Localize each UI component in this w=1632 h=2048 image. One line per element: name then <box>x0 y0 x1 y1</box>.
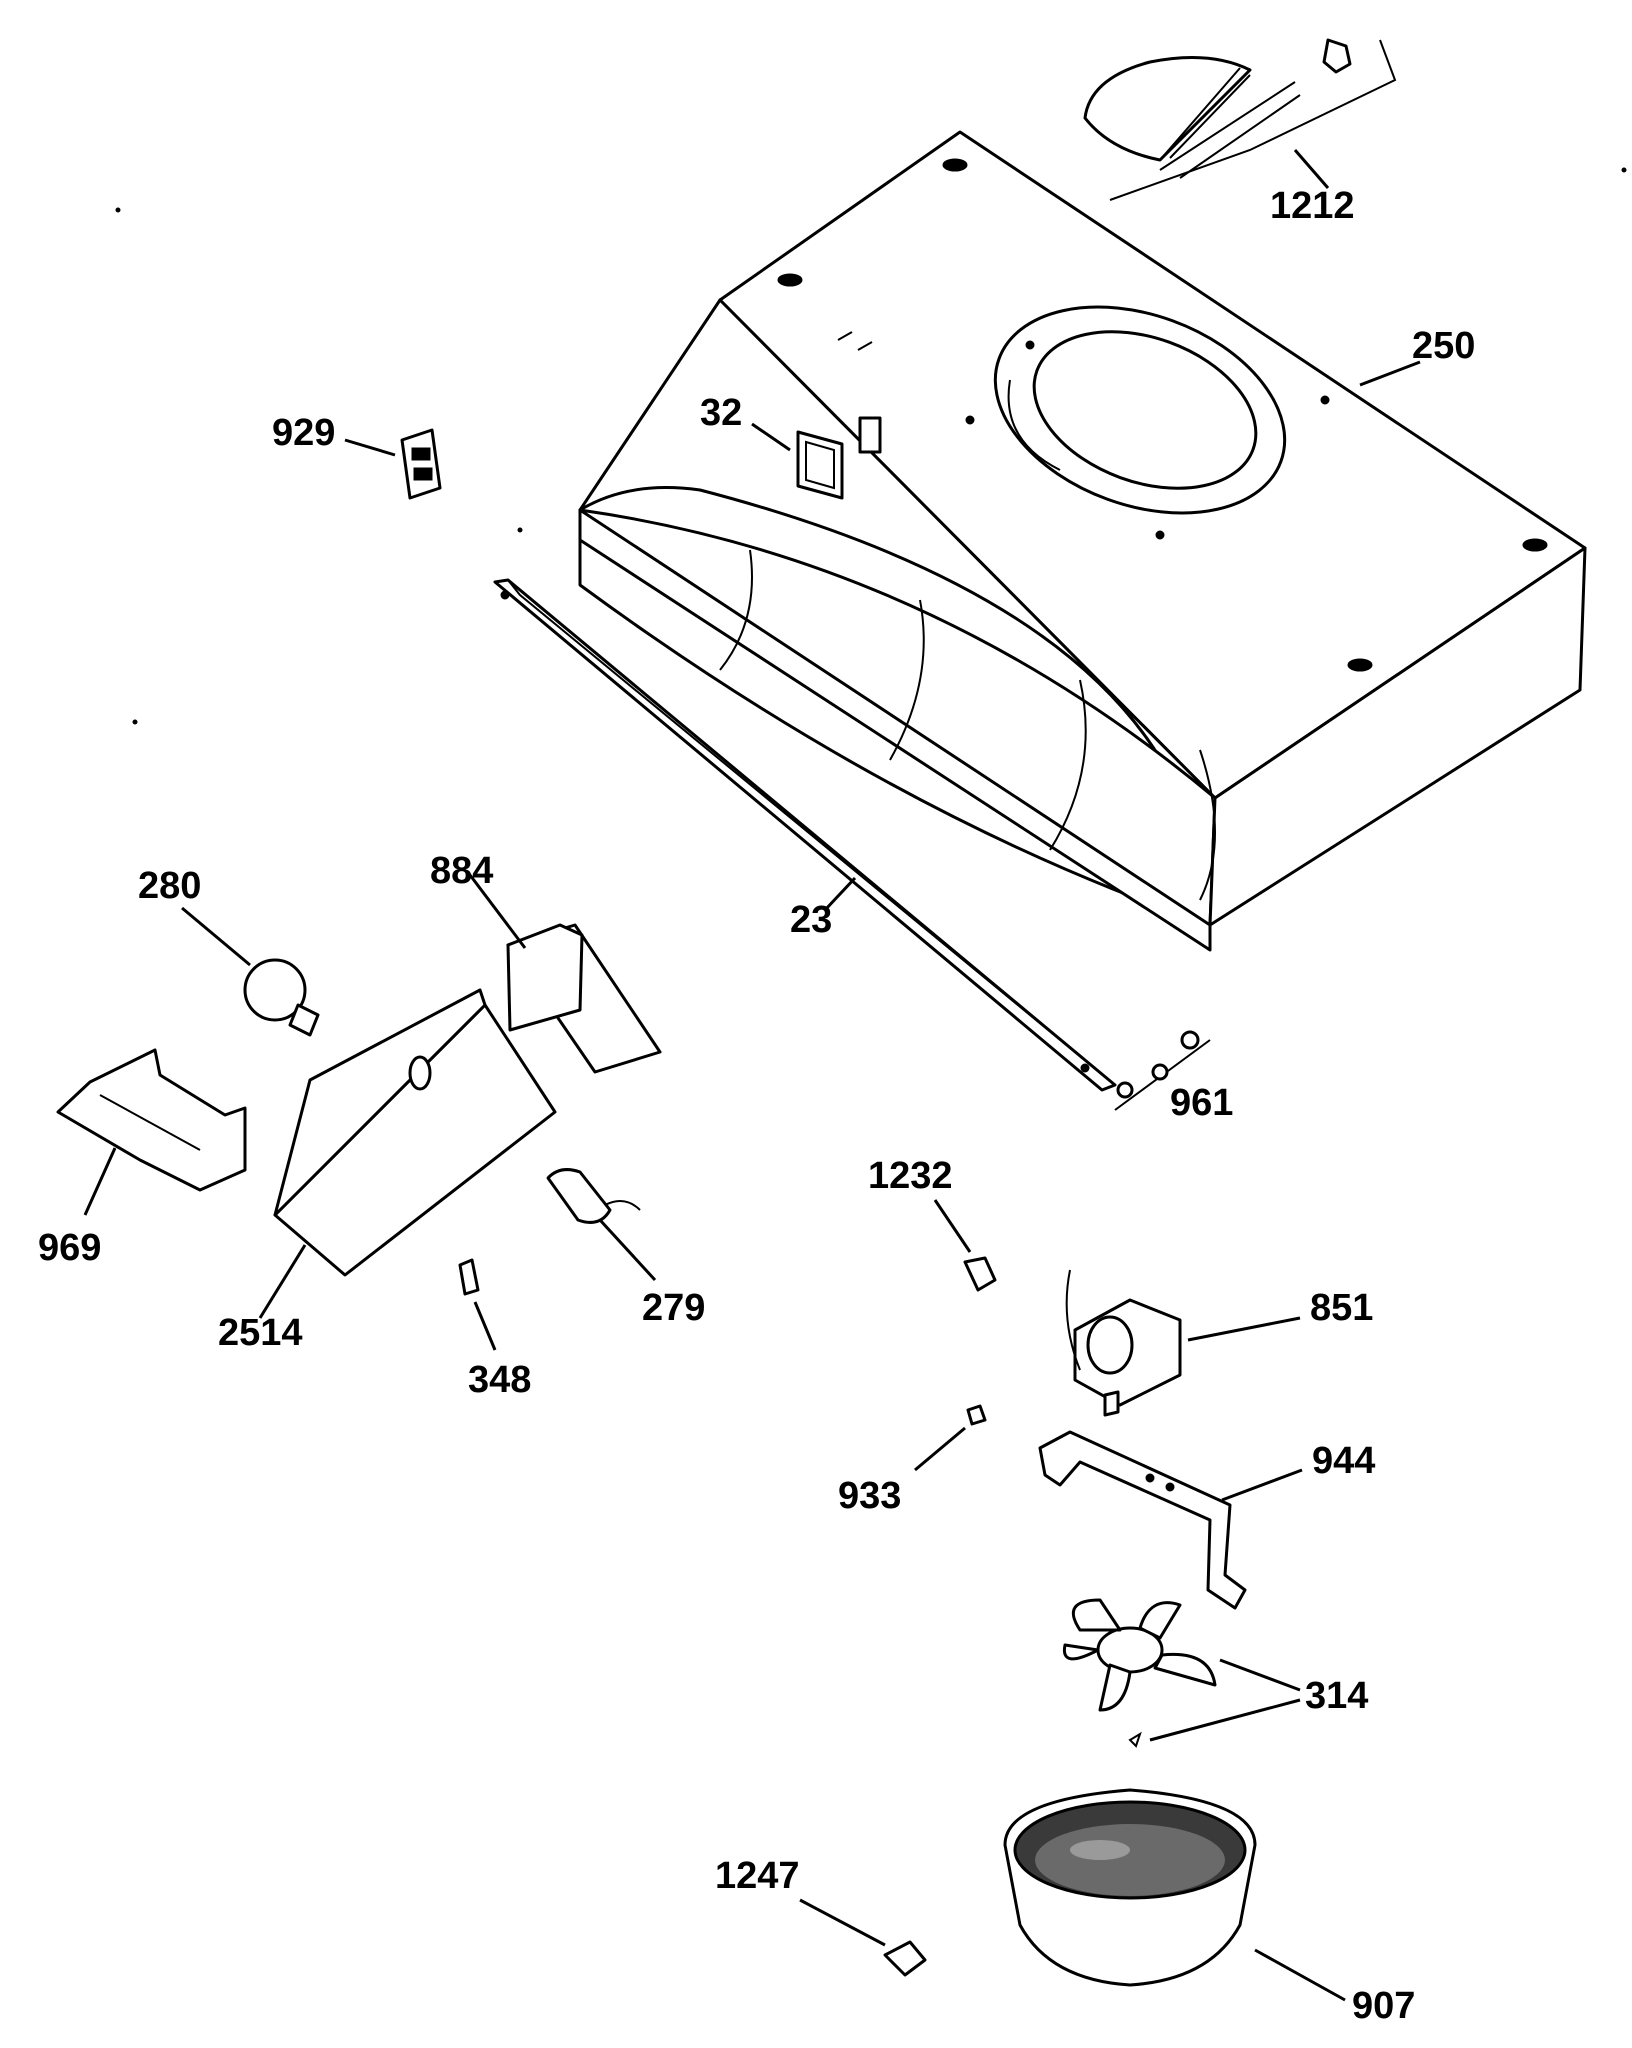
part-944-bracket <box>1038 1430 1247 1610</box>
callout-907: 907 <box>1352 1985 1415 2027</box>
leader-929 <box>344 438 396 457</box>
leader-907 <box>1254 1948 1346 2002</box>
leader-250 <box>1359 360 1421 387</box>
callout-884: 884 <box>430 850 493 892</box>
part-1232-clip <box>963 1256 997 1292</box>
leader-1232 <box>933 1199 972 1253</box>
leader-23 <box>823 876 857 912</box>
part-32-label-plate <box>796 430 844 500</box>
callout-348: 348 <box>468 1359 531 1401</box>
leader-32 <box>751 422 791 452</box>
callout-969: 969 <box>38 1227 101 1269</box>
leader-279 <box>598 1218 657 1282</box>
callout-280: 280 <box>138 865 201 907</box>
leader-933 <box>914 1426 966 1472</box>
callout-851: 851 <box>1310 1287 1373 1329</box>
part-1247-connector <box>883 1940 927 1977</box>
part-1212-damper <box>1083 38 1397 201</box>
callout-933: 933 <box>838 1475 901 1517</box>
part-907-filter <box>1003 1788 1257 1987</box>
callout-944: 944 <box>1312 1440 1375 1482</box>
leader-1247 <box>799 1898 886 1947</box>
leader-280 <box>181 906 251 967</box>
callout-929: 929 <box>272 412 335 454</box>
part-969-lens <box>56 1048 247 1192</box>
callout-279: 279 <box>642 1287 705 1329</box>
leader-944 <box>1221 1468 1303 1502</box>
leader-884 <box>468 874 527 949</box>
part-23-trim-strip <box>493 578 1117 1092</box>
callout-1232: 1232 <box>868 1155 953 1197</box>
part-250-hood-body <box>578 130 1587 952</box>
leader-348 <box>473 1301 497 1351</box>
part-279-capacitor <box>546 1168 641 1224</box>
part-933-nut <box>966 1404 987 1426</box>
callout-1212: 1212 <box>1270 185 1355 227</box>
callout-2514: 2514 <box>218 1312 303 1354</box>
part-348-clip <box>458 1258 480 1296</box>
part-851-motor <box>1065 1269 1182 1417</box>
callout-1247: 1247 <box>715 1855 800 1897</box>
callout-250: 250 <box>1412 325 1475 367</box>
leader-314-b <box>1149 1698 1301 1742</box>
part-884-bracket <box>506 923 662 1074</box>
callout-961: 961 <box>1170 1082 1233 1124</box>
part-314-fan-blade <box>1062 1598 1217 1748</box>
leader-2514 <box>258 1244 307 1319</box>
part-2514-tray <box>273 988 557 1277</box>
part-929-switch <box>400 428 442 500</box>
leader-851 <box>1187 1316 1301 1342</box>
leader-1212 <box>1293 149 1330 189</box>
leader-314-a <box>1219 1658 1301 1692</box>
callout-314: 314 <box>1305 1675 1368 1717</box>
part-280-bulb <box>243 958 320 1037</box>
leader-969 <box>83 1147 117 1216</box>
part-961-hardware <box>1114 1030 1211 1111</box>
callout-23: 23 <box>790 899 832 941</box>
callout-32: 32 <box>700 392 742 434</box>
